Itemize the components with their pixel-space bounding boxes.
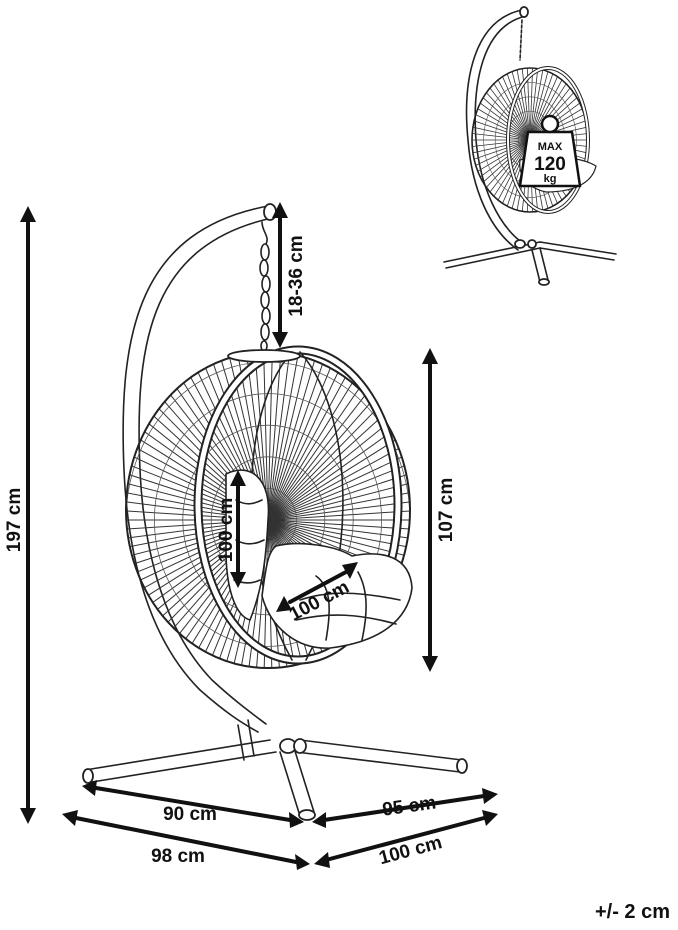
max-load-label: MAX (538, 141, 563, 153)
max-load-value: 120 (534, 154, 566, 175)
basket (125, 345, 411, 669)
tolerance-note: +/- 2 cm (594, 901, 670, 923)
label-base-left-long: 98 cm (151, 846, 205, 867)
dim-base-left-long: 98 cm (62, 810, 310, 870)
label-total-height: 197 cm (4, 488, 25, 552)
chair-base (82, 719, 468, 821)
chain (259, 221, 271, 352)
chair-stand (82, 203, 468, 821)
max-load-weight-icon: MAX 120 kg (518, 114, 582, 188)
dim-total-height: 197 cm (4, 206, 36, 824)
dim-seat-height: 100 cm (216, 470, 246, 588)
max-load-unit: kg (544, 173, 557, 185)
dim-base-left-short: 90 cm (82, 780, 304, 828)
dim-chain-length: 18-36 cm (272, 202, 307, 348)
label-chain-length: 18-36 cm (286, 235, 307, 316)
wicker-ring (483, 82, 577, 198)
cushion (225, 469, 413, 649)
dim-basket-height: 107 cm (422, 348, 457, 672)
label-basket-height: 107 cm (436, 478, 457, 542)
label-base-left-short: 90 cm (163, 804, 217, 825)
wicker-ring (182, 424, 354, 616)
label-seat-height: 100 cm (216, 498, 237, 562)
label-base-right-short: 95 cm (381, 792, 437, 820)
